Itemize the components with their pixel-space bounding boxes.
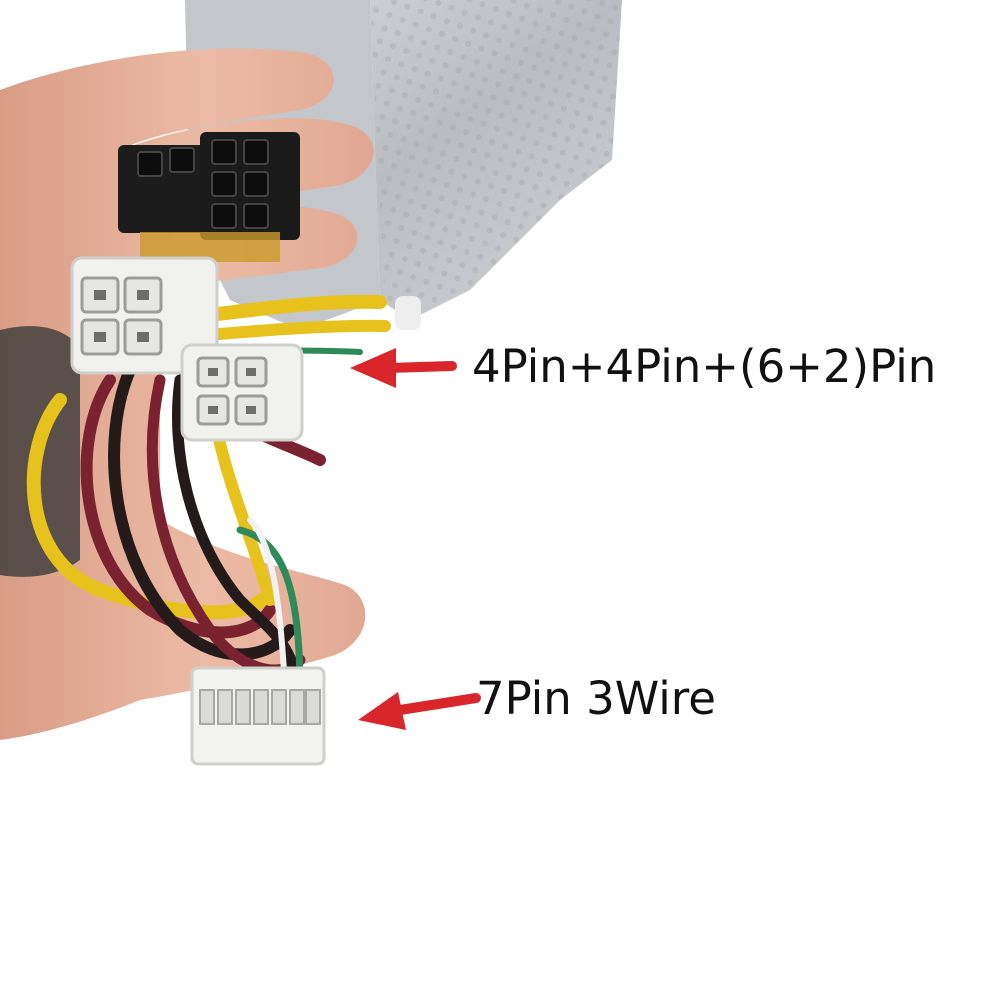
red-arrow-left-icon [350, 348, 457, 388]
connector-bundle-label: 4Pin+4Pin+(6+2)Pin [472, 340, 937, 393]
white-4pin-connector-b [180, 343, 304, 442]
small-connector-label: 7Pin 3Wire [476, 672, 716, 725]
red-arrow-left-icon [358, 692, 481, 730]
pcie-6plus2-connector [118, 132, 300, 262]
white-4pin-connector-a [70, 256, 219, 375]
white-7pin-connector [190, 666, 326, 766]
